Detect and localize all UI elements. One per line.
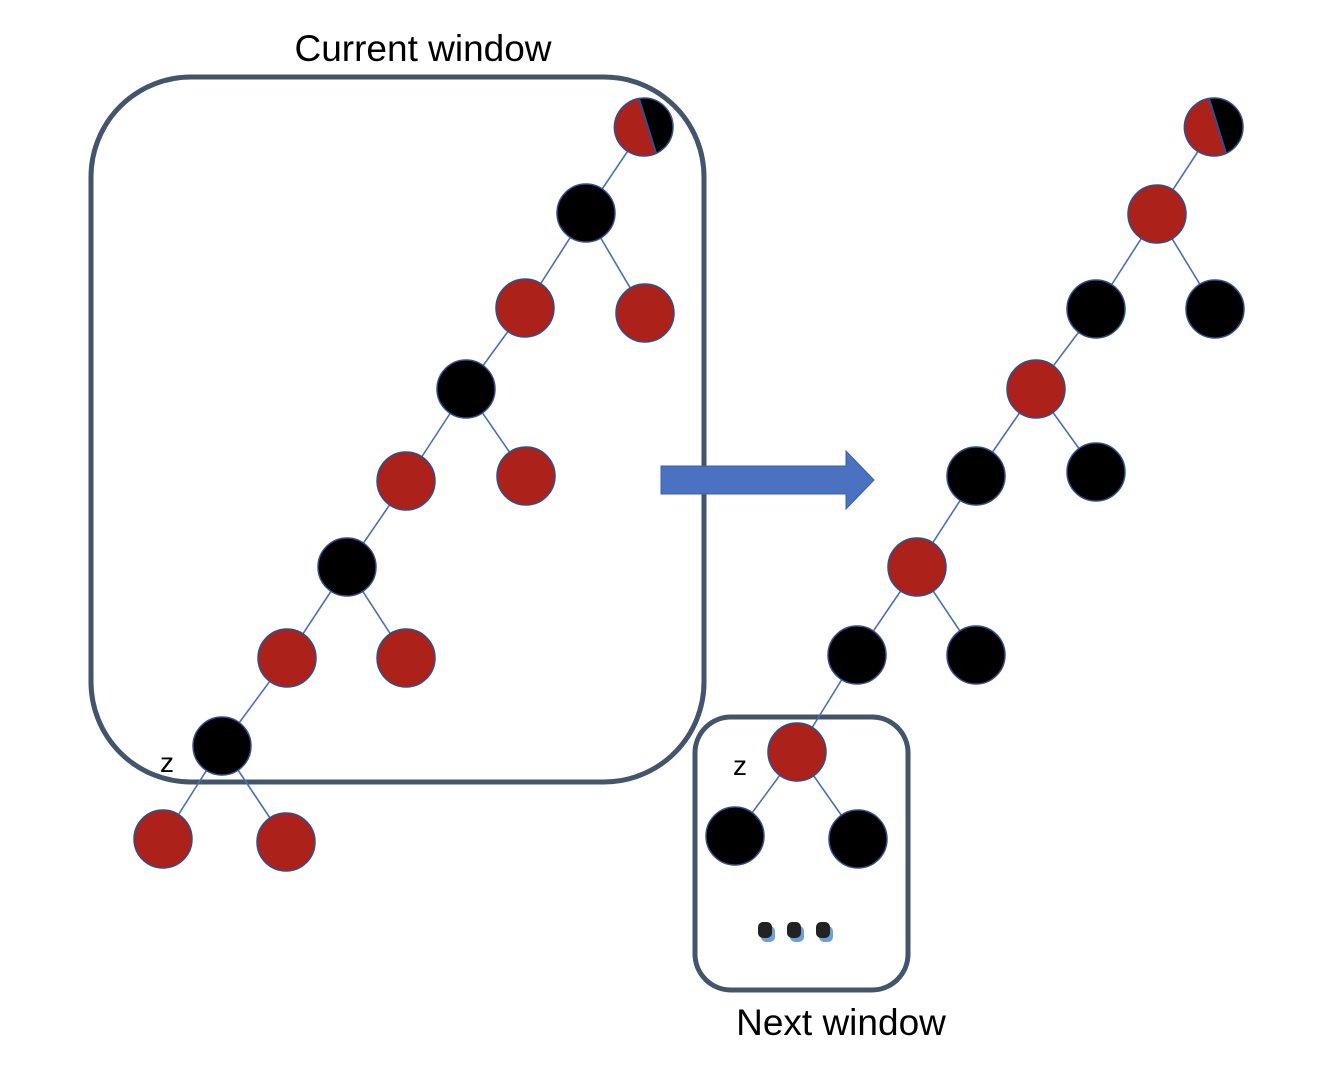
before-node-n4: [436, 359, 496, 419]
after-node-n6: [1066, 442, 1126, 502]
after-node-n9: [946, 625, 1006, 685]
before-node-n2: [495, 278, 555, 338]
current-window-frame: [88, 74, 707, 785]
ellipsis-dots-icon: [758, 922, 833, 942]
after-node-z: [767, 722, 827, 782]
after-node-n7: [887, 537, 947, 597]
after-node-n12: [828, 809, 888, 869]
before-node-n7: [317, 537, 377, 597]
next-window-frame: [692, 714, 911, 993]
after-node-n11: [705, 806, 765, 866]
transition-arrow: [660, 449, 875, 511]
after-node-n5: [946, 446, 1006, 506]
before-node-n1: [556, 183, 616, 243]
before-node-n8: [257, 628, 317, 688]
before-node-n11: [133, 809, 193, 869]
z-node-label-right: z: [733, 750, 747, 781]
before-tree-nodes: [133, 97, 675, 872]
before-node-n12: [256, 812, 316, 872]
next-window-label: Next window: [736, 1002, 946, 1043]
after-node-n4: [1006, 359, 1066, 419]
after-node-n3: [1185, 279, 1245, 339]
z-node-label-left: z: [160, 747, 174, 778]
before-node-n6: [496, 446, 556, 506]
after-node-n8: [827, 625, 887, 685]
before-node-n5: [376, 451, 436, 511]
before-node-root: [613, 97, 674, 157]
before-node-n9: [376, 628, 436, 688]
after-tree-nodes: [705, 97, 1245, 869]
before-node-n3: [615, 283, 675, 343]
after-node-root: [1183, 97, 1244, 157]
current-window-label: Current window: [294, 28, 551, 69]
after-node-n1: [1127, 184, 1187, 244]
before-node-z: [192, 716, 252, 776]
after-node-n2: [1066, 279, 1126, 339]
